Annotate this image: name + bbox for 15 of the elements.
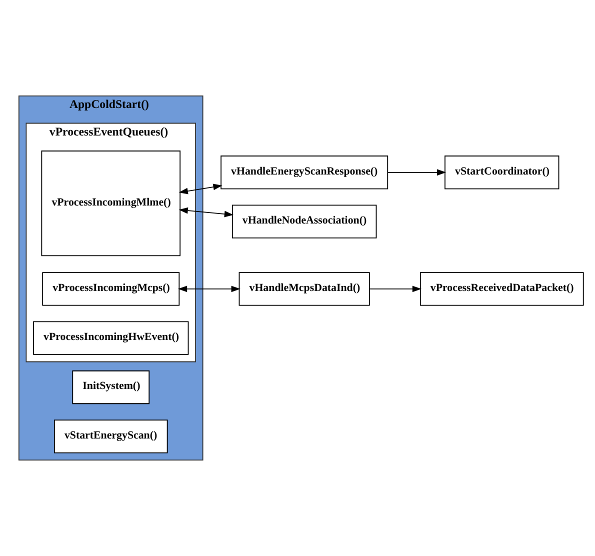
- node-box: vHandleNodeAssociation(): [232, 204, 377, 238]
- node-box: vProcessIncomingHwEvent(): [33, 321, 189, 355]
- node-box: vStartCoordinator(): [444, 156, 560, 190]
- arrow: [178, 286, 240, 292]
- node-box: vHandleMcpsDataInd(): [238, 272, 370, 306]
- arrow: [369, 286, 422, 292]
- node-box: vProcessIncomingMlme(): [41, 150, 181, 256]
- arrow: [178, 184, 222, 194]
- arrow: [387, 169, 446, 176]
- node-box: vProcessIncomingMcps(): [42, 272, 180, 306]
- node-box: vProcessReceivedDataPacket(): [420, 272, 584, 306]
- arrow: [178, 207, 234, 218]
- node-box: vStartEnergyScan(): [54, 420, 168, 454]
- node-box: InitSystem(): [72, 370, 150, 404]
- node-box: vHandleEnergyScanResponse(): [220, 156, 388, 190]
